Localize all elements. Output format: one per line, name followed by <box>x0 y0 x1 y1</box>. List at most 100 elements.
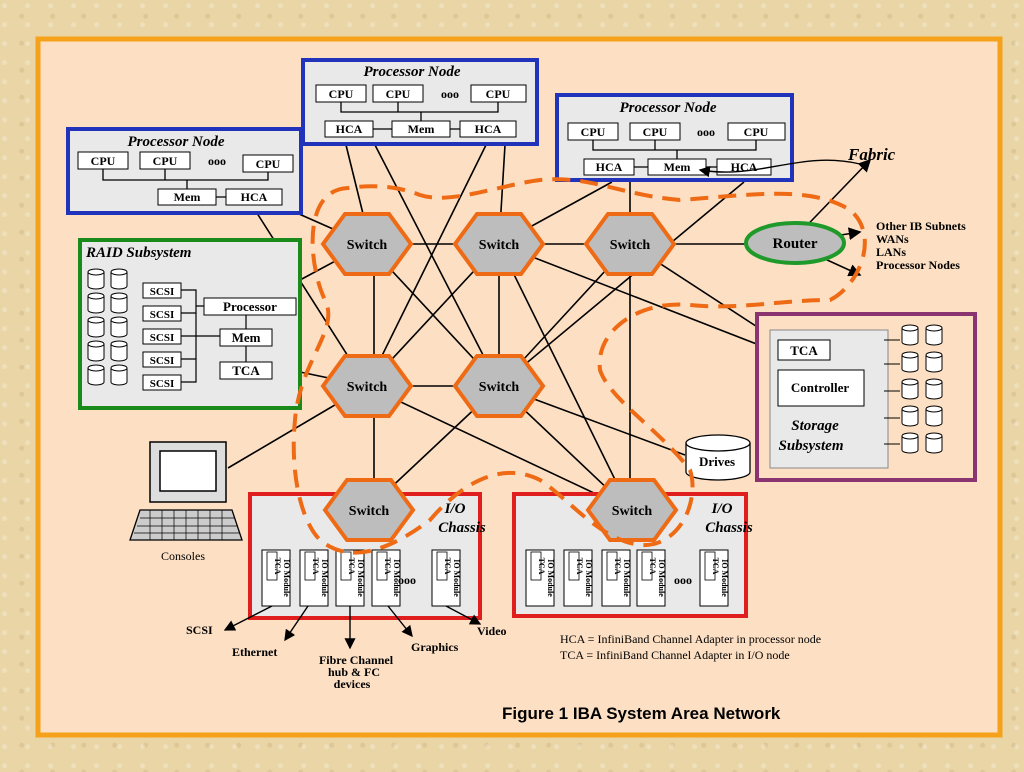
io-module-label: IO Module <box>720 559 729 597</box>
storage-disk-array <box>901 324 943 454</box>
switch-label: Switch <box>612 504 653 519</box>
switch-label: Switch <box>347 238 388 253</box>
ellipsis-label: ooo <box>674 573 692 587</box>
consoles-label: Consoles <box>161 549 205 563</box>
io-chassis-title: I/O <box>444 501 466 517</box>
switch-node[interactable]: Switch <box>585 478 679 542</box>
io-tca-label: TCA <box>711 558 720 575</box>
io-tca-label: TCA <box>575 558 584 575</box>
switch-node[interactable]: Switch <box>322 478 416 542</box>
disk-icon <box>925 351 943 373</box>
processor-label: Processor <box>223 299 277 314</box>
cpu-label: CPU <box>643 125 668 139</box>
mem-label: Mem <box>664 160 691 174</box>
router-label: Router <box>773 236 818 252</box>
switch-label: Switch <box>479 380 520 395</box>
cpu-label: CPU <box>91 154 116 168</box>
disk-icon <box>901 432 919 454</box>
fabric-boundary <box>291 177 867 555</box>
processor-node-top: Processor Node CPU CPU ooo CPU HCA Mem H… <box>301 58 539 146</box>
ellipsis-label: ooo <box>398 573 416 587</box>
io-output-arrows <box>223 605 482 650</box>
processor-node-right: Processor Node CPU CPU ooo CPU HCA Mem H… <box>555 93 794 182</box>
subnet-label: Other IB Subnets <box>876 219 966 233</box>
tca-label: TCA <box>790 343 818 358</box>
switch-label: Switch <box>610 238 651 253</box>
processor-node-title: Processor Node <box>619 100 716 116</box>
cpu-label: CPU <box>153 154 178 168</box>
disk-icon <box>901 324 919 346</box>
hca-label: HCA <box>596 160 623 174</box>
io-module-label: IO Module <box>320 559 329 597</box>
hca-label: HCA <box>475 122 502 136</box>
switch-label: Switch <box>349 504 390 519</box>
io-module-label: IO Module <box>546 559 555 597</box>
disk-icon <box>87 340 105 362</box>
raid-disk-array <box>87 268 128 386</box>
output-fibre-label: hub & FC <box>328 665 380 679</box>
subnet-label: WANs <box>876 232 909 246</box>
disk-icon <box>925 405 943 427</box>
io-module-label: IO Module <box>657 559 666 597</box>
scsi-label: SCSI <box>150 332 174 344</box>
switch-node[interactable]: Switch <box>452 212 546 276</box>
tca-label: TCA <box>232 363 260 378</box>
io-tca-label: TCA <box>537 558 546 575</box>
router[interactable]: Router <box>744 221 846 265</box>
disk-icon <box>87 364 105 386</box>
figure-caption: Figure 1 IBA System Area Network <box>502 704 781 723</box>
disk-icon <box>901 351 919 373</box>
raid-subsystem: RAID Subsystem SCSI SCSI SCSI SCSI SCSI … <box>78 238 302 410</box>
disk-icon <box>110 316 128 338</box>
disk-icon <box>87 268 105 290</box>
ellipsis-label: ooo <box>441 87 459 101</box>
disk-icon <box>925 378 943 400</box>
io-tca-label: TCA <box>613 558 622 575</box>
processor-node-left: Processor Node CPU CPU ooo CPU Mem HCA <box>66 127 303 215</box>
storage-title: Subsystem <box>778 438 843 454</box>
fabric-pointer <box>698 159 861 178</box>
io-tca-label: TCA <box>443 558 452 575</box>
io-tca-label: TCA <box>347 558 356 575</box>
io-tca-label: TCA <box>648 558 657 575</box>
disk-icon <box>901 378 919 400</box>
io-module-label: IO Module <box>282 559 291 597</box>
scsi-label: SCSI <box>150 355 174 367</box>
legend-tca: TCA = InfiniBand Channel Adapter in I/O … <box>560 648 790 662</box>
raid-title: RAID Subsystem <box>85 245 191 261</box>
io-module-label: IO Module <box>392 559 401 597</box>
scsi-label: SCSI <box>150 378 174 390</box>
disk-icon <box>110 268 128 290</box>
switch-label: Switch <box>479 238 520 253</box>
controller-label: Controller <box>791 380 849 395</box>
switch-node[interactable]: Switch <box>452 354 546 418</box>
io-tca-label: TCA <box>311 558 320 575</box>
switch-node[interactable]: Switch <box>320 212 414 276</box>
switch-label: Switch <box>347 380 388 395</box>
switch-node[interactable]: Switch <box>583 212 677 276</box>
io-chassis-title: Chassis <box>438 520 486 536</box>
output-ethernet-label: Ethernet <box>232 645 277 659</box>
ellipsis-label: ooo <box>208 154 226 168</box>
cpu-label: CPU <box>744 125 769 139</box>
switch-node[interactable]: Switch <box>320 354 414 418</box>
cpu-label: CPU <box>581 125 606 139</box>
legend-hca: HCA = InfiniBand Channel Adapter in proc… <box>560 632 821 646</box>
io-module-label: IO Module <box>452 559 461 597</box>
disk-icon <box>925 324 943 346</box>
io-module-label: IO Module <box>622 559 631 597</box>
scsi-label: SCSI <box>150 286 174 298</box>
io-chassis-title: Chassis <box>705 520 753 536</box>
drives: Drives <box>685 434 751 481</box>
output-fibre-label: devices <box>334 677 371 691</box>
